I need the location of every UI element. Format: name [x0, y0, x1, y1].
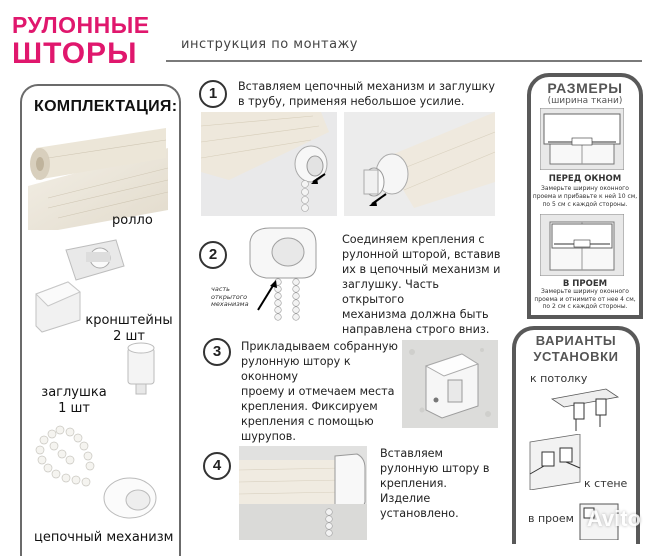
roll-photo	[28, 128, 168, 230]
variant-wall-diagram	[520, 433, 624, 491]
step-4-line: установлено.	[380, 507, 459, 520]
variant-ceiling-label: к потолку	[530, 372, 588, 385]
kit-item-plug-label: заглушка 1 шт	[34, 385, 114, 418]
plug-qty: 1 шт	[58, 401, 90, 417]
step-2-line: их в цепочный механизм и	[342, 263, 501, 276]
step-2-note: часть открытого механизма	[211, 285, 249, 309]
sizes-front-text: Замерьте ширину оконного проема и прибав…	[531, 185, 639, 209]
brand-line1: РУЛОННЫЕ	[12, 12, 150, 38]
sizes-front-label: ПЕРЕД ОКНОМ	[548, 174, 622, 184]
brackets-name: кронштейны	[85, 313, 173, 328]
step-1-photo-right	[344, 112, 495, 216]
step-2-line: механизма должна быть	[342, 308, 489, 321]
variants-title-line2: УСТАНОВКИ	[533, 349, 619, 364]
brackets-photo	[28, 236, 128, 334]
step-1-line: в трубу, применяя небольшое усилие.	[238, 95, 465, 108]
step-4-line: крепления.	[380, 477, 447, 490]
step-3-text: Прикладываем собранную рулонную штору к …	[241, 339, 401, 444]
step-4-text: Вставляем рулонную штору в крепления. Из…	[380, 446, 490, 521]
window-front-diagram	[539, 107, 625, 171]
variant-opening-diagram	[574, 498, 624, 541]
step-2-note-line: часть	[211, 285, 231, 293]
instruction-subtitle: инструкция по монтажу	[181, 37, 359, 52]
step-3-photo	[402, 340, 498, 428]
variant-wall-label: к стене	[584, 477, 628, 490]
step-1-text: Вставляем цепочный механизм и заглушку в…	[238, 79, 498, 109]
plug-photo	[118, 340, 168, 398]
variants-title: ВАРИАНТЫ УСТАНОВКИ	[516, 333, 636, 365]
step-4-line: Изделие	[380, 492, 431, 505]
step-2-number: 2	[199, 241, 227, 269]
step-4-number: 4	[203, 452, 231, 480]
brand-line2: ШТОРЫ	[12, 37, 138, 70]
variants-panel	[512, 326, 640, 544]
sizes-title: РАЗМЕРЫ	[547, 80, 623, 96]
sizes-in-line: по 2 см с каждой стороны.	[542, 303, 628, 310]
step-3-line: крепления с помощью	[241, 415, 374, 428]
sizes-panel	[527, 73, 643, 319]
step-4-photo	[239, 446, 367, 540]
window-in-diagram	[539, 213, 625, 277]
step-2-note-line: открытого	[211, 292, 248, 301]
step-2-line: Соединяем крепления с	[342, 233, 485, 246]
header-divider	[166, 60, 642, 62]
step-3-number: 3	[203, 338, 231, 366]
sizes-front-line: по 5 см с каждой стороны.	[542, 201, 628, 208]
step-2-note-line: механизма	[211, 300, 249, 308]
sizes-front-line: Замерьте ширину оконного	[541, 185, 629, 192]
sizes-subtitle: (ширина ткани)	[547, 96, 623, 106]
step-4-line: рулонную штору в	[380, 462, 490, 475]
step-1-line: Вставляем цепочный механизм и заглушку	[238, 80, 496, 93]
chain-photo	[30, 420, 170, 524]
step-2-line: направлена строго вниз.	[342, 323, 490, 336]
kit-panel	[20, 84, 181, 556]
kit-item-chain-label: цепочный механизм	[34, 530, 174, 545]
step-3-line: проему и отмечаем места	[241, 385, 395, 398]
step-3-line: рулонную штору к оконному	[241, 355, 351, 383]
variant-ceiling-diagram	[548, 385, 620, 435]
step-3-line: Прикладываем собранную	[241, 340, 398, 353]
step-2-line: заглушку. Часть открытого	[342, 278, 439, 306]
step-3-line: шурупов.	[241, 430, 296, 443]
sizes-in-label: В ПРОЕМ	[562, 279, 608, 289]
variants-title-line1: ВАРИАНТЫ	[535, 333, 617, 348]
sizes-in-line: проема и отнимите от нее 4 см,	[534, 295, 636, 303]
step-1-photo-left	[201, 112, 337, 216]
step-2-photo	[244, 222, 328, 322]
step-2-text: Соединяем крепления с рулонной шторой, в…	[342, 232, 502, 337]
sizes-in-line: Замерьте ширину оконного	[541, 288, 629, 295]
step-4-line: Вставляем	[380, 447, 443, 460]
step-1-number: 1	[199, 80, 227, 108]
plug-name: заглушка	[41, 385, 107, 400]
brand-title: РУЛОННЫЕ ШТОРЫ	[12, 14, 150, 69]
variant-opening-label: в проем	[528, 512, 574, 525]
sizes-in-text: Замерьте ширину оконного проема и отними…	[531, 288, 639, 311]
step-3-line: крепления. Фиксируем	[241, 400, 378, 413]
avito-watermark: Avito	[586, 506, 641, 531]
step-2-line: рулонной шторой, вставив	[342, 248, 501, 261]
kit-title: КОМПЛЕКТАЦИЯ:	[34, 98, 178, 115]
kit-item-roll-label: ролло	[112, 213, 153, 228]
sizes-front-line: проема и прибавьте к ней 10 см,	[532, 193, 638, 200]
